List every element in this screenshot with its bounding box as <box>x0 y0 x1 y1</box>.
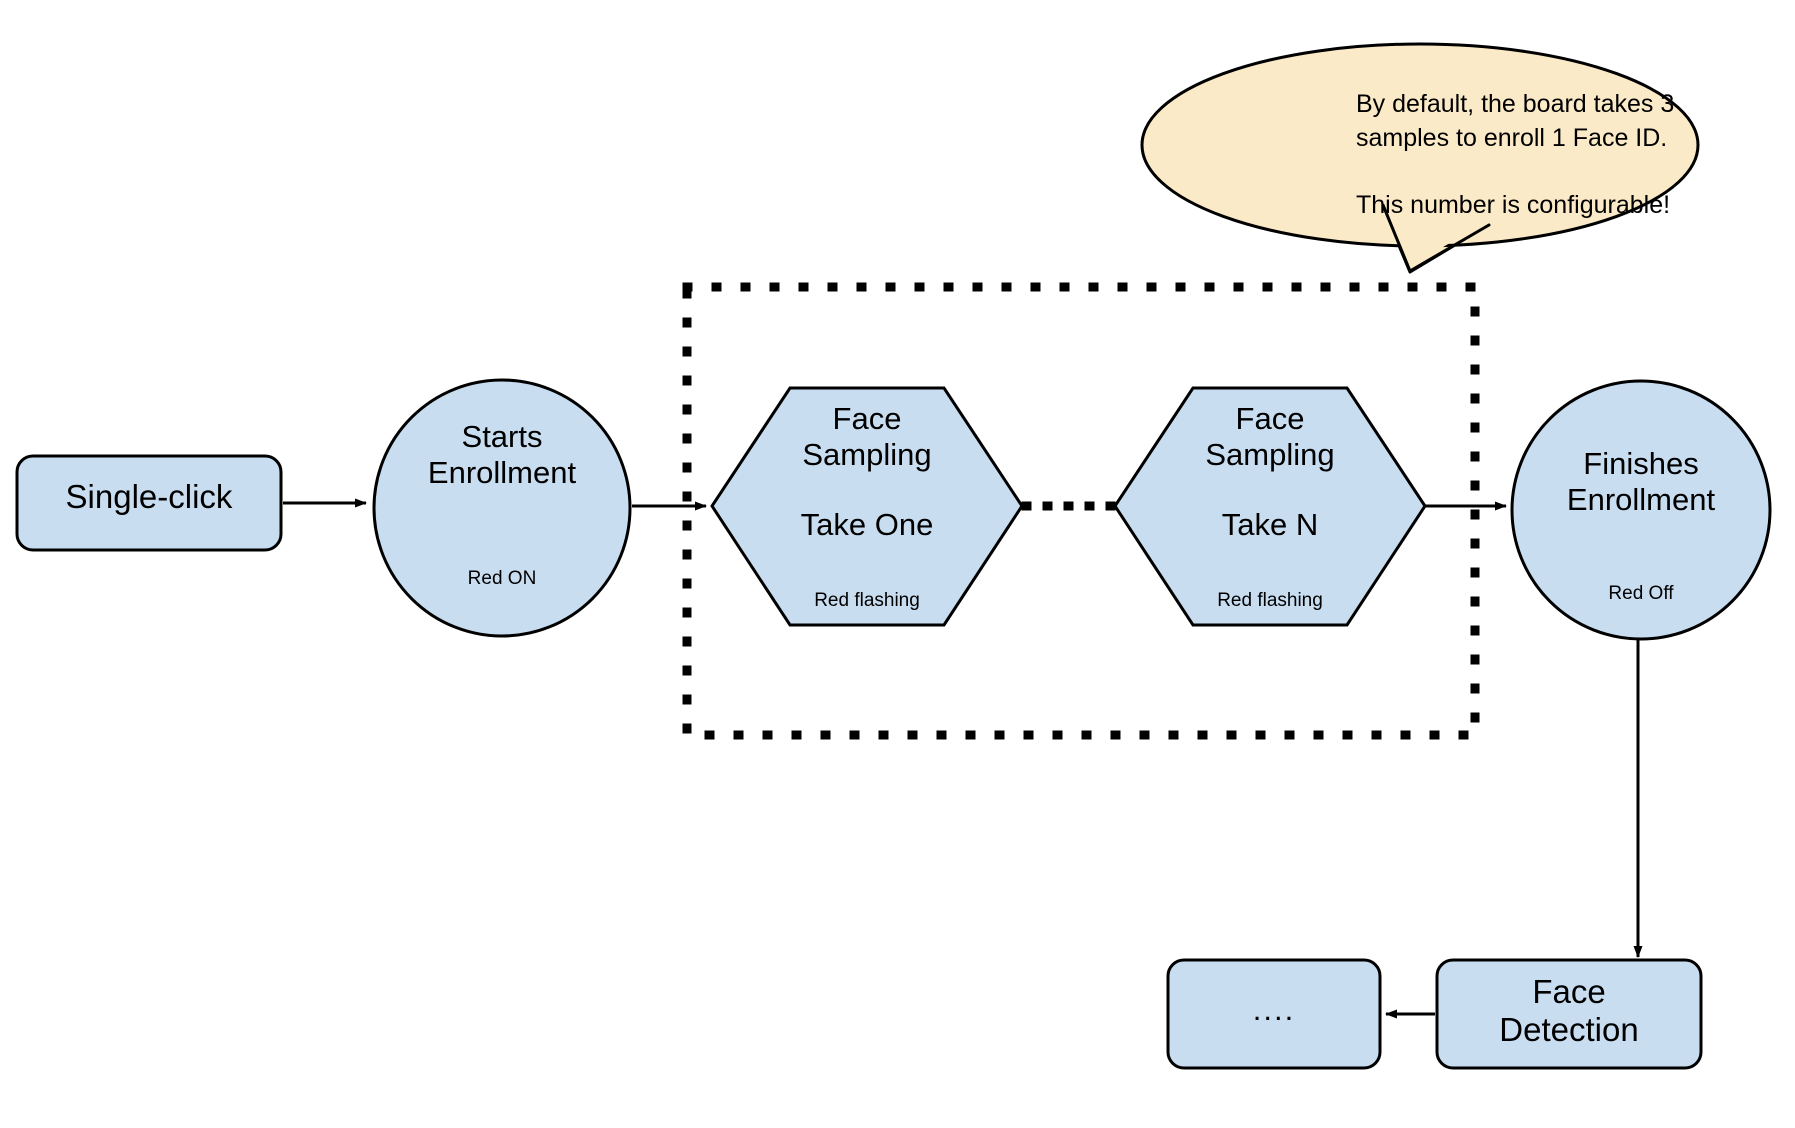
node-face-detection[interactable] <box>1435 958 1703 1070</box>
callout-tail-outline <box>1381 203 1491 273</box>
node-face-sampling-take-one[interactable] <box>710 386 1024 627</box>
callout-tail-overlap-mask <box>1381 198 1470 268</box>
node-single-click[interactable] <box>15 454 283 552</box>
node-face-sampling-take-n[interactable] <box>1113 386 1427 627</box>
sampling-group-box <box>682 282 1480 740</box>
node-starts-enrollment[interactable] <box>372 378 632 638</box>
node-finishes-enrollment[interactable] <box>1510 379 1772 641</box>
node-continuation[interactable] <box>1166 958 1382 1070</box>
